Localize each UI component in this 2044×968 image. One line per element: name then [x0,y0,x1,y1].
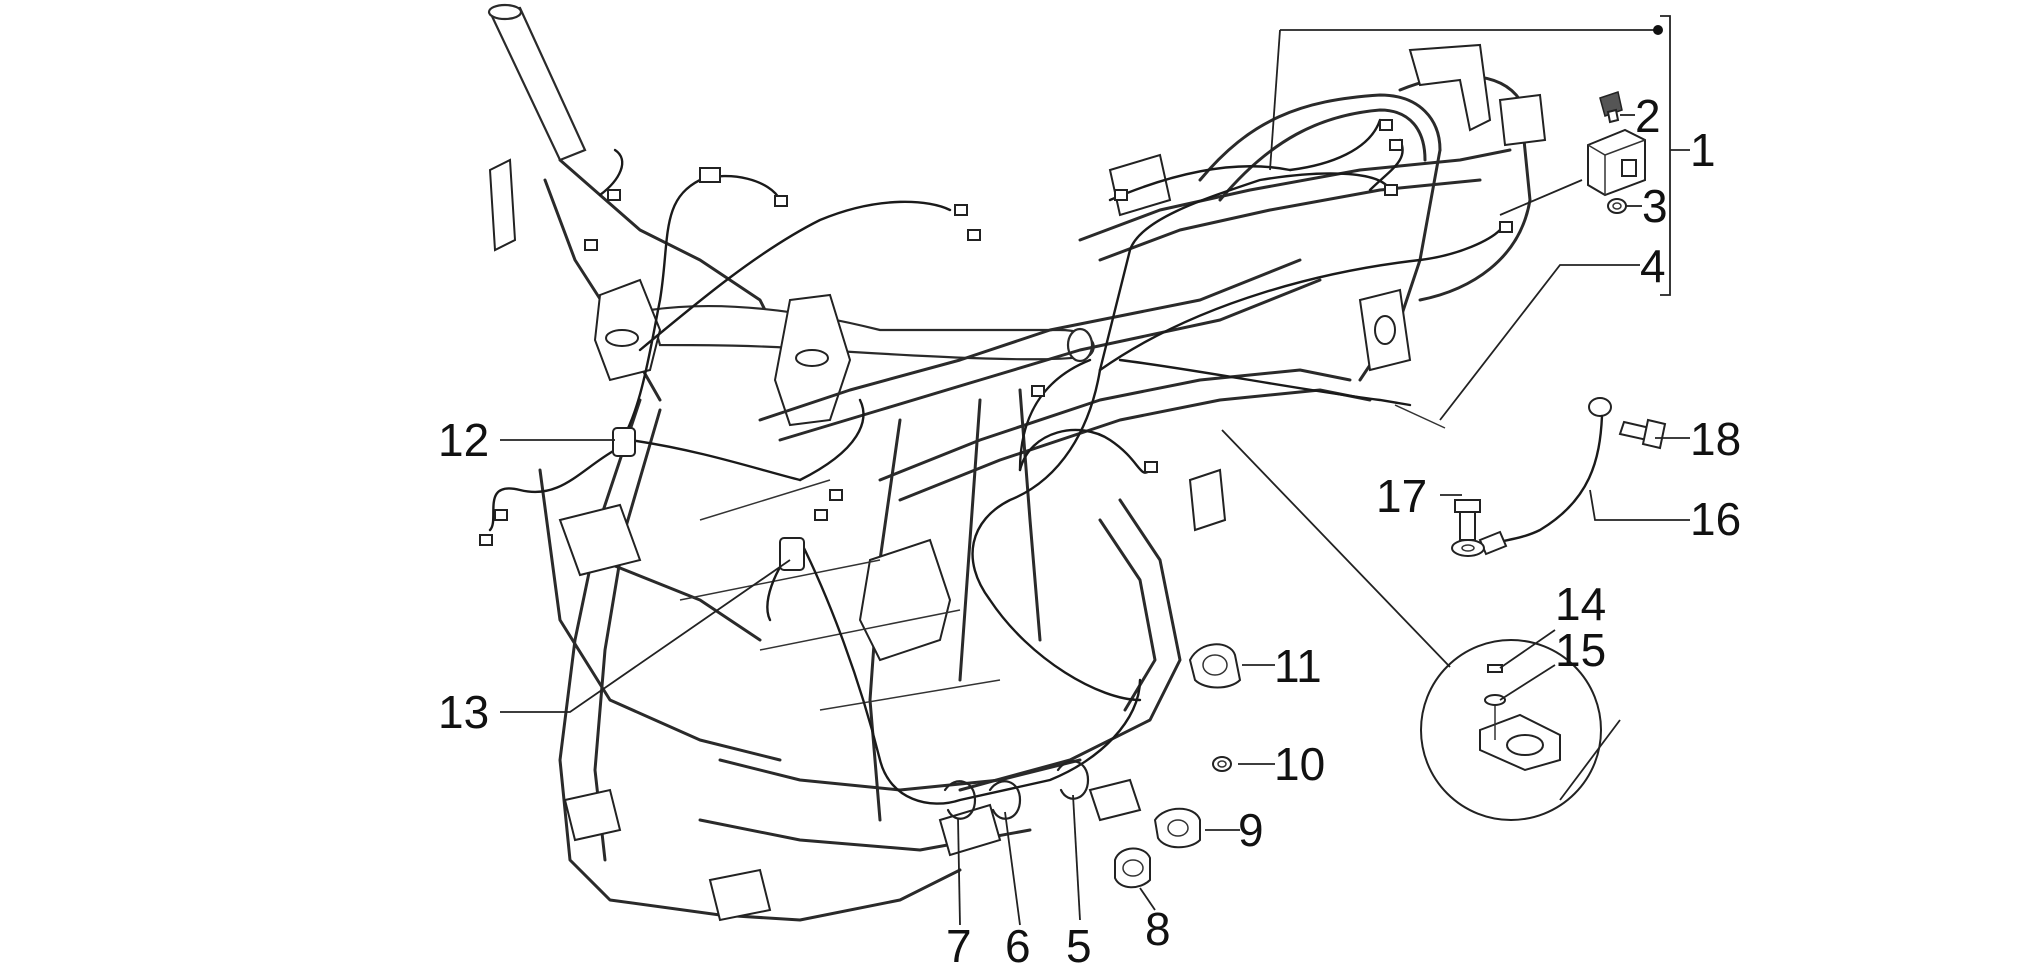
part-3-grommet [1607,198,1627,214]
callout-4: 4 [1640,240,1666,292]
callout-15: 15 [1555,624,1606,676]
wiring-harness [479,118,1513,820]
callout-7: 7 [946,920,972,968]
part-16-ground-cable [1478,397,1612,556]
callout-17: 17 [1376,470,1427,522]
part-8-clamp [1114,847,1151,889]
part-9-clamp [1153,807,1201,849]
part-1-fuse-box [1587,128,1646,197]
clamp-12-on-harness [612,427,636,457]
part-10-ring [1212,756,1232,772]
part-2-fuse [1599,91,1623,124]
clip-5 [1056,760,1090,800]
leader-lines [500,15,1690,926]
callout-2: 2 [1635,90,1661,142]
part-18-bolt [1618,418,1667,450]
callout-12: 12 [438,414,489,466]
callout-6: 6 [1005,920,1031,968]
callout-16: 16 [1690,493,1741,545]
callout-5: 5 [1066,920,1092,968]
callout-18: 18 [1690,413,1741,465]
callout-14: 14 [1555,578,1606,630]
part-17-bolt [1451,499,1485,557]
detail-inset-circle [1420,639,1602,821]
callout-9: 9 [1238,804,1264,856]
part-11-clamp [1188,643,1242,689]
callout-labels: 1 2 3 4 5 6 7 8 9 10 11 12 13 14 15 16 1… [438,90,1741,968]
callout-10: 10 [1274,738,1325,790]
callout-1: 1 [1690,124,1716,176]
callout-11: 11 [1274,640,1322,692]
callout-13: 13 [438,686,489,738]
callout-8: 8 [1145,903,1171,955]
clip-7 [943,780,977,820]
scooter-frame [487,3,1547,922]
clip-6 [988,780,1022,820]
callout-3: 3 [1642,180,1668,232]
